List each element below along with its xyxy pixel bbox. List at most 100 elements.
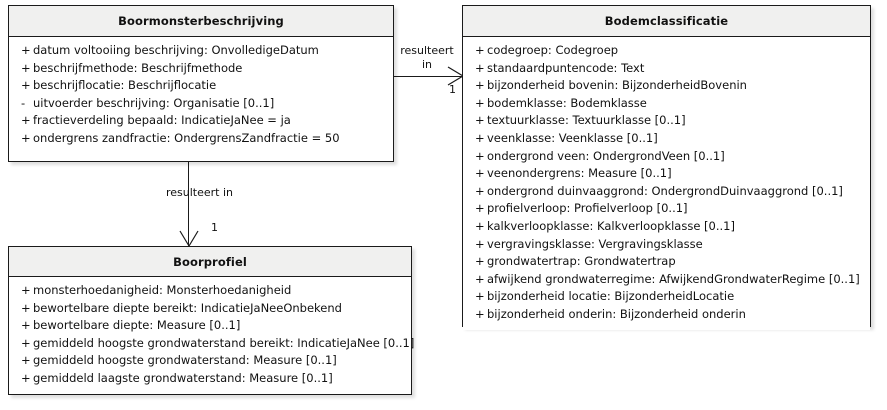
attribute-visibility: + [21, 318, 31, 333]
association-label-horizontal-line1: resulteert [400, 44, 454, 57]
class-attributes-boorprofiel: + monsterhoedanigheid: Monsterhoedanighe… [9, 277, 415, 394]
attribute-row: + beschrijfmethode: Beschrijfmethode [9, 60, 393, 78]
attribute-row: + bodemklasse: Bodemklasse [463, 95, 870, 113]
attribute-row: + ondergrens zandfractie: OndergrensZand… [9, 130, 393, 148]
attribute-row: + bewortelbare diepte: Measure [0..1] [9, 317, 411, 335]
attribute-text: bijzonderheid bovenin: BijzonderheidBove… [487, 78, 747, 93]
attribute-visibility: + [21, 353, 31, 368]
attribute-text: gemiddeld laagste grondwaterstand: Measu… [33, 370, 333, 385]
attribute-text: bijzonderheid locatie: BijzonderheidLoca… [487, 289, 735, 304]
attribute-visibility: + [21, 113, 31, 128]
attribute-row: + bijzonderheid locatie: BijzonderheidLo… [463, 288, 870, 306]
attribute-row: + vergravingsklasse: Vergravingsklasse [463, 236, 870, 254]
attribute-visibility: + [475, 254, 485, 269]
attribute-text: standaardpuntencode: Text [487, 60, 645, 75]
attribute-visibility: + [475, 271, 485, 286]
attribute-visibility: + [475, 306, 485, 321]
attribute-row: + textuurklasse: Textuurklasse [0..1] [463, 112, 870, 130]
attribute-text: bijzonderheid onderin: Bijzonderheid ond… [487, 306, 746, 321]
class-attributes-boormonsterbeschrijving: + datum voltooiing beschrijving: Onvolle… [9, 37, 393, 154]
attribute-visibility: + [21, 370, 31, 385]
attribute-visibility: + [21, 300, 31, 315]
attribute-row: + bewortelbare diepte bereikt: Indicatie… [9, 300, 411, 318]
attribute-text: bodemklasse: Bodemklasse [487, 95, 647, 110]
attribute-text: afwijkend grondwaterregime: AfwijkendGro… [487, 271, 860, 286]
class-title-boorprofiel: Boorprofiel [9, 247, 411, 277]
attribute-row: + gemiddeld laagste grondwaterstand: Mea… [9, 370, 411, 388]
attribute-visibility: + [475, 60, 485, 75]
attribute-visibility: + [21, 78, 31, 93]
attribute-text: kalkverloopklasse: Kalkverloopklasse [0.… [487, 218, 735, 233]
association-line-horizontal [393, 76, 463, 77]
attribute-row: + profielverloop: Profielverloop [0..1] [463, 200, 870, 218]
attribute-text: veenklasse: Veenklasse [0..1] [487, 130, 658, 145]
attribute-row: + bijzonderheid onderin: Bijzonderheid o… [463, 306, 870, 324]
attribute-text: ondergrond veen: OndergrondVeen [0..1] [487, 148, 725, 163]
association-multiplicity-horizontal: 1 [449, 83, 456, 96]
attribute-text: vergravingsklasse: Vergravingsklasse [487, 236, 703, 251]
attribute-text: fractieverdeling bepaald: IndicatieJaNee… [33, 113, 291, 128]
attribute-row: + bijzonderheid bovenin: BijzonderheidBo… [463, 77, 870, 95]
class-title-bodemclassificatie: Bodemclassificatie [463, 6, 870, 37]
attribute-text: bewortelbare diepte: Measure [0..1] [33, 318, 241, 333]
attribute-text: ondergrens zandfractie: OndergrensZandfr… [33, 130, 340, 145]
attribute-text: datum voltooiing beschrijving: Onvolledi… [33, 43, 319, 57]
attribute-visibility: + [475, 236, 485, 251]
class-box-boorprofiel[interactable]: Boorprofiel + monsterhoedanigheid: Monst… [8, 246, 415, 395]
attribute-text: gemiddeld hoogste grondwaterstand: Measu… [33, 353, 337, 368]
attribute-row: + veenklasse: Veenklasse [0..1] [463, 130, 870, 148]
attribute-visibility: + [475, 218, 485, 233]
class-attributes-bodemclassificatie: + codegroep: Codegroep + standaardpunten… [463, 37, 870, 330]
attribute-row: + beschrijflocatie: Beschrijflocatie [9, 77, 393, 95]
attribute-row: + datum voltooiing beschrijving: Onvolle… [9, 42, 393, 60]
attribute-row: + grondwatertrap: Grondwatertrap [463, 253, 870, 271]
attribute-visibility: - [21, 95, 26, 110]
attribute-visibility: + [475, 183, 485, 198]
attribute-text: textuurklasse: Textuurklasse [0..1] [487, 113, 686, 128]
association-line-vertical [188, 162, 189, 248]
attribute-text: veenondergrens: Measure [0..1] [487, 166, 672, 181]
attribute-visibility: + [21, 335, 31, 350]
attribute-row: + veenondergrens: Measure [0..1] [463, 165, 870, 183]
attribute-text: bewortelbare diepte bereikt: IndicatieJa… [33, 300, 342, 315]
attribute-row: + codegroep: Codegroep [463, 42, 870, 60]
attribute-text: profielverloop: Profielverloop [0..1] [487, 201, 688, 216]
attribute-row: + fractieverdeling bepaald: IndicatieJaN… [9, 112, 393, 130]
attribute-visibility: + [21, 60, 31, 75]
attribute-visibility: + [475, 148, 485, 163]
attribute-visibility: + [21, 43, 31, 57]
association-label-vertical: resulteert in [166, 186, 234, 199]
attribute-visibility: + [475, 166, 485, 181]
attribute-row: + afwijkend grondwaterregime: AfwijkendG… [463, 271, 870, 289]
attribute-visibility: + [21, 130, 31, 145]
class-box-boormonsterbeschrijving[interactable]: Boormonsterbeschrijving + datum voltooii… [8, 5, 394, 162]
attribute-row: + gemiddeld hoogste grondwaterstand bere… [9, 335, 415, 353]
attribute-text: beschrijflocatie: Beschrijflocatie [33, 78, 217, 93]
attribute-text: monsterhoedanigheid: Monsterhoedanigheid [33, 283, 292, 297]
class-box-bodemclassificatie[interactable]: Bodemclassificatie + codegroep: Codegroe… [462, 5, 871, 330]
attribute-visibility: + [475, 95, 485, 110]
attribute-text: codegroep: Codegroep [487, 43, 619, 57]
attribute-row: + ondergrond duinvaaggrond: OndergrondDu… [463, 183, 870, 201]
attribute-text: ondergrond duinvaaggrond: OndergrondDuin… [487, 183, 843, 198]
attribute-visibility: + [475, 78, 485, 93]
attribute-visibility: + [475, 201, 485, 216]
association-label-horizontal-line2: in [421, 58, 433, 71]
association-multiplicity-vertical: 1 [211, 221, 218, 234]
attribute-row: + gemiddeld hoogste grondwaterstand: Mea… [9, 352, 411, 370]
attribute-text: grondwatertrap: Grondwatertrap [487, 254, 676, 269]
attribute-row: + kalkverloopklasse: Kalkverloopklasse [… [463, 218, 870, 236]
attribute-visibility: + [475, 289, 485, 304]
attribute-text: gemiddeld hoogste grondwaterstand bereik… [33, 335, 415, 350]
attribute-visibility: + [475, 43, 485, 57]
attribute-row: - uitvoerder beschrijving: Organisatie [… [9, 95, 393, 113]
attribute-row: + monsterhoedanigheid: Monsterhoedanighe… [9, 282, 411, 300]
attribute-row: + ondergrond veen: OndergrondVeen [0..1] [463, 148, 870, 166]
attribute-visibility: + [475, 113, 485, 128]
attribute-visibility: + [21, 283, 31, 297]
class-title-boormonsterbeschrijving: Boormonsterbeschrijving [9, 6, 393, 37]
attribute-visibility: + [475, 130, 485, 145]
attribute-text: beschrijfmethode: Beschrijfmethode [33, 60, 243, 75]
attribute-text: uitvoerder beschrijving: Organisatie [0.… [33, 95, 275, 110]
